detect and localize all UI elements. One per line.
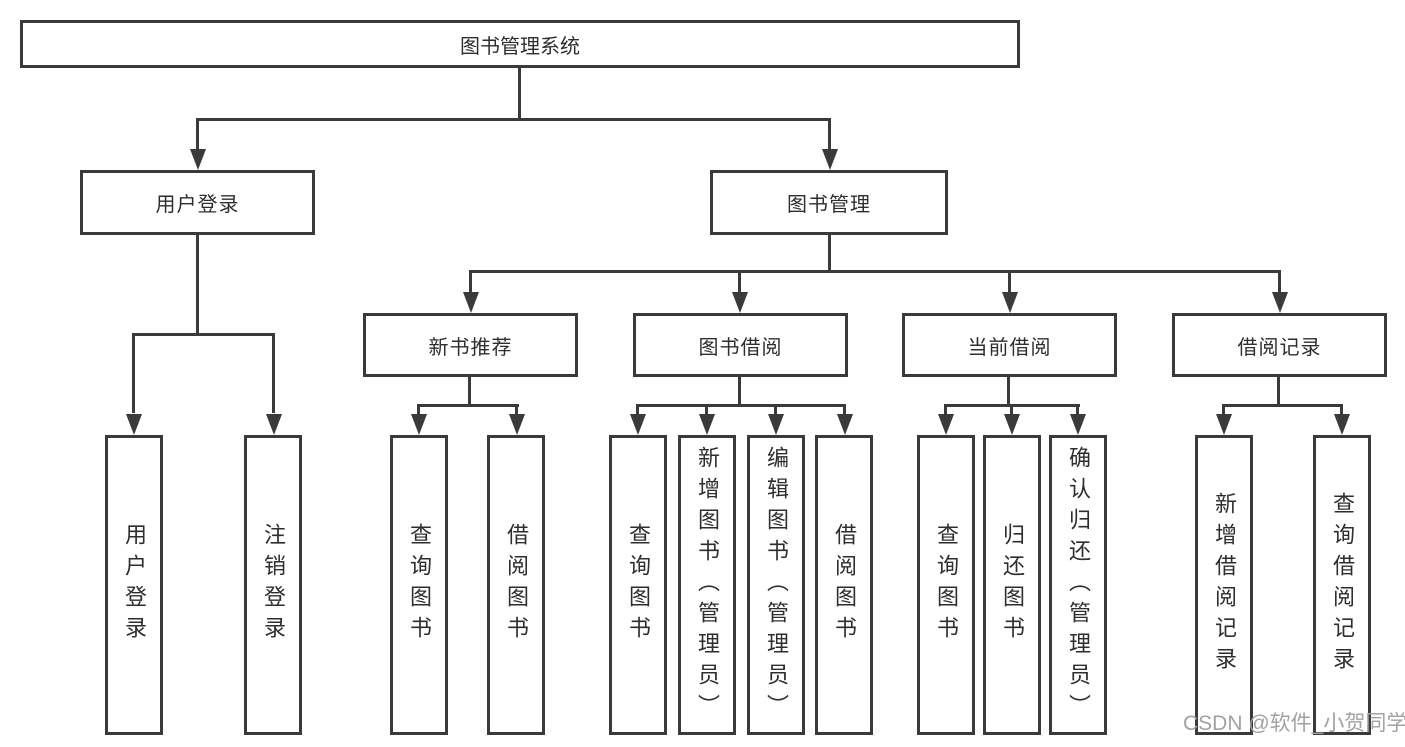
- connector-vline: [468, 377, 471, 407]
- leaf-query-borrow-record: 查询借阅记录: [1313, 435, 1371, 735]
- arrow-down-icon: [1272, 292, 1288, 313]
- leaf-label: 查询图书: [407, 523, 432, 647]
- arrow-down-icon: [1216, 414, 1232, 435]
- leaf-confirm-return-admin: 确认归还（管理员）: [1049, 435, 1107, 735]
- node-library-management-system: 图书管理系统: [20, 20, 1020, 68]
- node-label: 借阅记录: [1237, 336, 1322, 359]
- connector-vline: [1007, 377, 1010, 407]
- connector-vline: [196, 118, 199, 150]
- connector-vline: [1340, 404, 1343, 416]
- arrow-down-icon: [509, 414, 525, 435]
- connector-hline: [417, 404, 519, 407]
- leaf-query-books: 查询图书: [609, 435, 667, 735]
- connector-vline: [738, 377, 741, 407]
- connector-hline: [1222, 404, 1343, 407]
- connector-hline: [196, 118, 831, 121]
- connector-vline: [1010, 404, 1013, 416]
- node-current-borrowing: 当前借阅: [902, 313, 1117, 377]
- leaf-label: 归还图书: [1000, 523, 1025, 647]
- connector-vline: [469, 270, 472, 294]
- leaf-borrow-books: 借阅图书: [487, 435, 545, 735]
- connector-vline: [636, 404, 639, 416]
- leaf-query-books: 查询图书: [390, 435, 448, 735]
- connector-vline: [828, 118, 831, 150]
- connector-vline: [518, 68, 521, 120]
- arrow-down-icon: [630, 414, 646, 435]
- node-borrowing-records: 借阅记录: [1172, 313, 1387, 377]
- connector-vline: [272, 333, 275, 413]
- arrow-down-icon: [938, 414, 954, 435]
- arrow-down-icon: [822, 149, 838, 170]
- connector-vline: [738, 270, 741, 294]
- leaf-return-books: 归还图书: [983, 435, 1041, 735]
- arrow-down-icon: [1004, 414, 1020, 435]
- leaf-label: 查询图书: [626, 523, 651, 647]
- connector-vline: [1277, 377, 1280, 407]
- node-label: 图书借阅: [698, 336, 783, 359]
- connector-vline: [1008, 270, 1011, 294]
- node-new-book-recommendation: 新书推荐: [363, 313, 578, 377]
- node-label: 图书管理: [787, 194, 871, 216]
- connector-vline: [828, 235, 831, 272]
- arrow-down-icon: [1334, 414, 1350, 435]
- leaf-label: 确认归还（管理员）: [1066, 445, 1091, 725]
- node-label: 当前借阅: [967, 336, 1052, 359]
- leaf-label: 借阅图书: [832, 523, 857, 647]
- leaf-user-login: 用户登录: [105, 435, 163, 735]
- arrow-down-icon: [732, 292, 748, 313]
- node-book-management: 图书管理: [710, 170, 948, 235]
- leaf-label: 新增图书（管理员）: [695, 445, 720, 725]
- arrow-down-icon: [1070, 414, 1086, 435]
- leaf-label: 用户登录: [122, 523, 147, 647]
- connector-vline: [1222, 404, 1225, 416]
- leaf-edit-books-admin: 编辑图书（管理员）: [747, 435, 805, 735]
- node-label: 用户登录: [155, 194, 240, 216]
- leaf-add-borrow-record: 新增借阅记录: [1195, 435, 1253, 735]
- node-label: 图书管理系统: [460, 35, 580, 58]
- leaf-query-books: 查询图书: [917, 435, 975, 735]
- connector-vline: [705, 404, 708, 416]
- node-book-borrowing: 图书借阅: [633, 313, 848, 377]
- connector-vline: [774, 404, 777, 416]
- arrow-down-icon: [768, 414, 784, 435]
- arrow-down-icon: [411, 414, 427, 435]
- arrow-down-icon: [1002, 292, 1018, 313]
- arrow-down-icon: [699, 414, 715, 435]
- connector-hline: [469, 270, 1281, 273]
- connector-vline: [944, 404, 947, 416]
- connector-vline: [843, 404, 846, 416]
- connector-vline: [132, 333, 135, 413]
- node-label: 新书推荐: [428, 336, 513, 359]
- leaf-borrow-books: 借阅图书: [815, 435, 873, 735]
- connector-vline: [515, 404, 518, 416]
- csdn-watermark: CSDN @软件_小贺同学: [1183, 712, 1405, 735]
- leaf-label: 查询借阅记录: [1330, 492, 1355, 678]
- node-user-login: 用户登录: [80, 170, 315, 235]
- leaf-add-books-admin: 新增图书（管理员）: [678, 435, 736, 735]
- arrow-down-icon: [126, 414, 142, 435]
- leaf-label: 编辑图书（管理员）: [764, 445, 789, 725]
- connector-vline: [417, 404, 420, 416]
- arrow-down-icon: [190, 149, 206, 170]
- leaf-label: 新增借阅记录: [1212, 492, 1237, 678]
- connector-hline: [132, 333, 275, 336]
- leaf-label: 注销登录: [261, 523, 286, 647]
- leaf-logout: 注销登录: [244, 435, 302, 735]
- connector-vline: [1076, 404, 1079, 416]
- leaf-label: 借阅图书: [504, 523, 529, 647]
- arrow-down-icon: [266, 414, 282, 435]
- connector-vline: [1278, 270, 1281, 294]
- connector-vline: [196, 235, 199, 336]
- arrow-down-icon: [463, 292, 479, 313]
- leaf-label: 查询图书: [934, 523, 959, 647]
- arrow-down-icon: [837, 414, 853, 435]
- connector-hline: [636, 404, 846, 407]
